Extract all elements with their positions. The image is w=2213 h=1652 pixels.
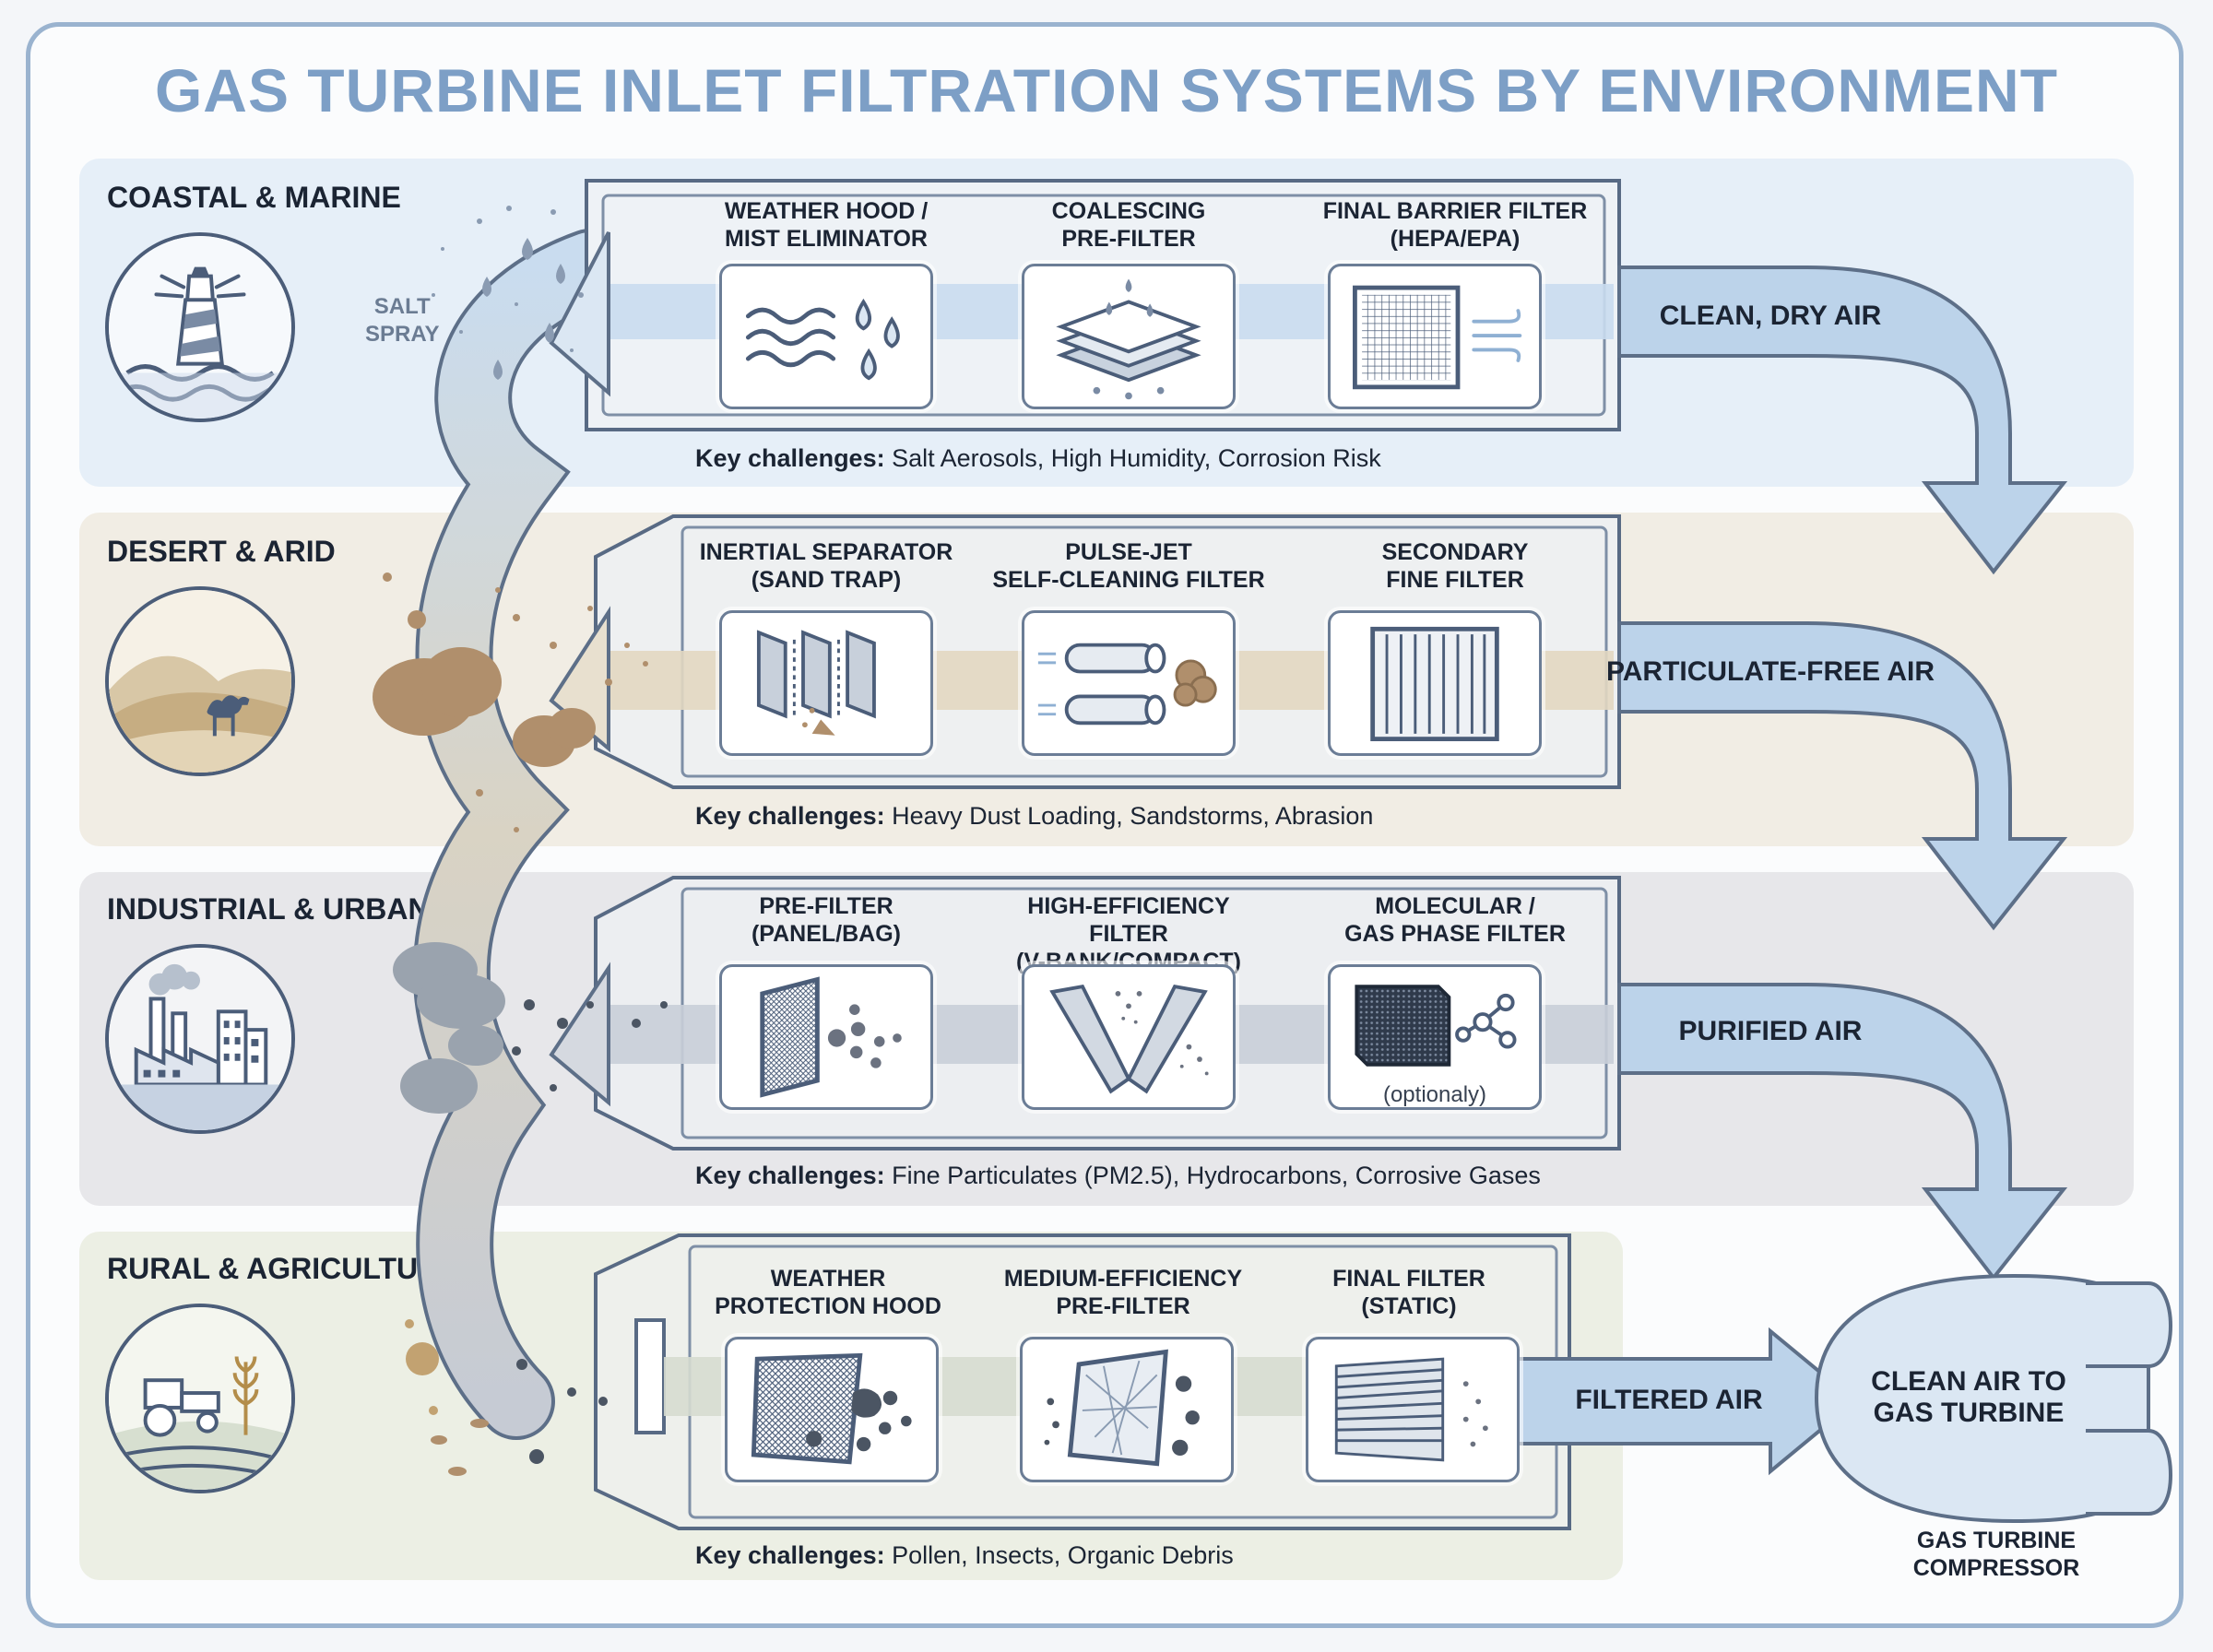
- coalescing-filter-icon: [1022, 264, 1236, 409]
- static-filter-icon: [1306, 1337, 1520, 1482]
- medium-filter-icon: [1020, 1337, 1234, 1482]
- inertial-separator-icon: [719, 610, 933, 756]
- desert-camel-icon: [105, 586, 295, 776]
- tractor-wheat-icon: [105, 1304, 295, 1493]
- organic-debris-particles: [405, 1319, 608, 1476]
- salt-spray-annotation: SALT SPRAY: [365, 294, 440, 347]
- stage-label-industrial-2: HIGH-EFFICIENCY FILTER(V-BANK/COMPACT): [1016, 893, 1241, 974]
- hepa-filter-icon: [1328, 264, 1542, 409]
- stage-label-desert-1: INERTIAL SEPARATOR(SAND TRAP): [699, 539, 953, 593]
- dust-particles: [373, 572, 648, 832]
- v-bank-filter-icon: [1022, 964, 1236, 1110]
- pulse-jet-filter-icon: [1022, 610, 1236, 756]
- compressor-caption: GAS TURBINE COMPRESSOR: [1912, 1528, 2080, 1581]
- output-label-rural: FILTERED AIR: [1575, 1385, 1763, 1415]
- factory-city-icon: [105, 944, 295, 1134]
- challenges-coastal: Key challenges: Salt Aerosols, High Humi…: [695, 444, 1381, 472]
- env-title-desert: DESERT & ARID: [107, 535, 336, 568]
- stage-label-coastal-1: WEATHER HOOD /MIST ELIMINATOR: [724, 198, 929, 252]
- gas-turbine-icon: [1814, 1273, 2173, 1524]
- stage-label-industrial-3: MOLECULAR /GAS PHASE FILTER: [1344, 893, 1566, 947]
- env-title-industrial: INDUSTRIAL & URBAN: [107, 892, 430, 926]
- stage-label-coastal-3: FINAL BARRIER FILTER(HEPA/EPA): [1322, 198, 1588, 252]
- turbine-label: CLEAN AIR TO GAS TURBINE: [1871, 1366, 2066, 1428]
- challenges-industrial: Key challenges: Fine Particulates (PM2.5…: [695, 1162, 1541, 1189]
- weather-hood-icon: [725, 1337, 939, 1482]
- env-title-coastal: COASTAL & MARINE: [107, 181, 401, 214]
- page-title: GAS TURBINE INLET FILTRATION SYSTEMS BY …: [154, 56, 2059, 124]
- panel-filter-icon: [719, 964, 933, 1110]
- optional-note: (optionaly): [1382, 1082, 1487, 1107]
- fine-filter-icon: [1328, 610, 1542, 756]
- mist-eliminator-icon: [719, 264, 933, 409]
- challenges-rural: Key challenges: Pollen, Insects, Organic…: [695, 1541, 1234, 1569]
- output-label-coastal: CLEAN, DRY AIR: [1659, 301, 1882, 331]
- stage-label-industrial-1: PRE-FILTER(PANEL/BAG): [751, 893, 902, 947]
- challenges-desert: Key challenges: Heavy Dust Loading, Sand…: [695, 802, 1374, 830]
- output-label-desert: PARTICULATE-FREE AIR: [1605, 656, 1935, 687]
- stage-label-rural-3: FINAL FILTER(STATIC): [1332, 1266, 1485, 1319]
- molecular-filter-icon: [1328, 964, 1542, 1110]
- smoke-particles: [393, 942, 668, 1114]
- output-label-industrial: PURIFIED AIR: [1678, 1016, 1863, 1046]
- salt-spray-particles: [432, 206, 584, 380]
